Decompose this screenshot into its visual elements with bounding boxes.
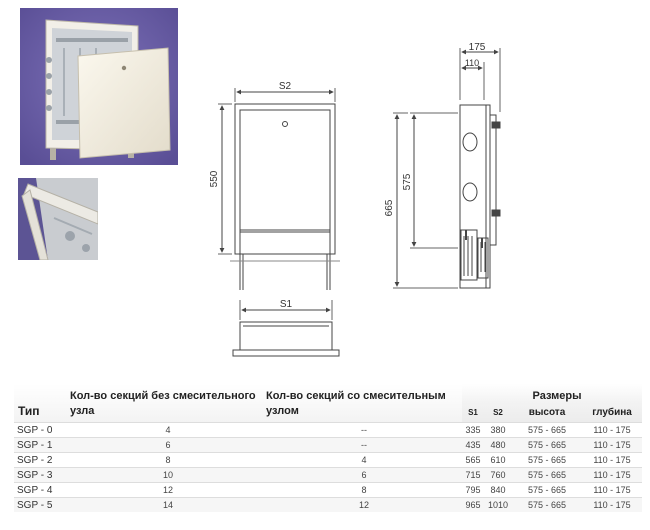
product-photo — [20, 8, 178, 165]
detail-photo — [18, 178, 98, 260]
bottom-flange — [232, 349, 340, 357]
side-depth-inner-label: 110 — [465, 58, 479, 68]
cell-with: 6 — [266, 467, 462, 483]
header-dimensions: Размеры — [462, 384, 643, 402]
bottom-view — [232, 300, 340, 357]
header-sections-with: Кол-во секций со смесительным узлом — [266, 384, 462, 423]
cell-height: 575 - 665 — [512, 497, 582, 512]
cell-s2: 840 — [484, 482, 512, 498]
cell-height: 575 - 665 — [512, 437, 582, 453]
cell-type: SGP - 3 — [14, 467, 70, 483]
cell-s1: 335 — [462, 422, 484, 438]
table-row: SGP - 3 10 6 715 760 575 - 665 110 - 175 — [14, 467, 643, 483]
cell-s1: 565 — [462, 452, 484, 468]
technical-drawings: S2 550 S1 — [209, 42, 501, 357]
cell-depth: 110 - 175 — [582, 482, 643, 498]
cell-with: 12 — [266, 497, 462, 512]
table-subheader-row: S1 S2 высота глубина — [14, 402, 643, 423]
side-door-edge — [489, 114, 497, 246]
table-row: SGP - 0 4 -- 335 380 575 - 665 110 - 175 — [14, 422, 643, 438]
side-leg-left — [460, 229, 478, 281]
side-total-height-label: 665 — [384, 199, 395, 216]
cabinet-photo-illustration — [20, 8, 178, 165]
header-s1: S1 — [462, 402, 484, 423]
cell-without: 10 — [70, 467, 266, 483]
table-header-row: Тип Кол-во секций без смесительного узла… — [14, 384, 643, 423]
cell-depth: 110 - 175 — [582, 452, 643, 468]
cell-depth: 110 - 175 — [582, 437, 643, 453]
table-row: SGP - 1 6 -- 435 480 575 - 665 110 - 175 — [14, 437, 643, 453]
cell-s2: 380 — [484, 422, 512, 438]
cell-type: SGP - 0 — [14, 422, 70, 438]
cell-type: SGP - 5 — [14, 497, 70, 512]
cell-with: -- — [266, 422, 462, 438]
cell-height: 575 - 665 — [512, 482, 582, 498]
front-door — [239, 109, 331, 231]
cell-with: 8 — [266, 482, 462, 498]
front-height-label: 550 — [209, 170, 220, 187]
side-view — [393, 48, 501, 289]
header-sections-without: Кол-во секций без смесительного узла — [70, 384, 266, 423]
cell-s1: 965 — [462, 497, 484, 512]
cell-without: 14 — [70, 497, 266, 512]
cell-depth: 110 - 175 — [582, 422, 643, 438]
front-base-panel — [239, 229, 331, 255]
cell-with: -- — [266, 437, 462, 453]
side-inner-height-label: 575 — [402, 173, 413, 190]
cell-s2: 480 — [484, 437, 512, 453]
cell-with: 4 — [266, 452, 462, 468]
cell-without: 12 — [70, 482, 266, 498]
header-type: Тип — [14, 384, 70, 423]
cell-without: 6 — [70, 437, 266, 453]
cell-s2: 1010 — [484, 497, 512, 512]
table-row: SGP - 4 12 8 795 840 575 - 665 110 - 175 — [14, 482, 643, 498]
spec-table: Тип Кол-во секций без смесительного узла… — [14, 384, 643, 512]
side-knockout-bottom — [462, 182, 478, 202]
header-depth: глубина — [582, 402, 643, 423]
bottom-width-label: S1 — [280, 299, 293, 310]
header-height: высота — [512, 402, 582, 423]
cell-depth: 110 - 175 — [582, 497, 643, 512]
frame-detail-illustration — [18, 178, 98, 260]
table-row: SGP - 5 14 12 965 1010 575 - 665 110 - 1… — [14, 497, 643, 512]
front-view — [218, 88, 340, 290]
cell-without: 4 — [70, 422, 266, 438]
door-lock-icon — [282, 121, 288, 127]
cell-type: SGP - 2 — [14, 452, 70, 468]
front-width-label: S2 — [279, 81, 292, 92]
cell-s1: 715 — [462, 467, 484, 483]
header-s2: S2 — [484, 402, 512, 423]
side-knockout-top — [462, 132, 478, 152]
cell-type: SGP - 4 — [14, 482, 70, 498]
cell-height: 575 - 665 — [512, 452, 582, 468]
cell-without: 8 — [70, 452, 266, 468]
cell-s1: 435 — [462, 437, 484, 453]
cell-height: 575 - 665 — [512, 422, 582, 438]
cell-depth: 110 - 175 — [582, 467, 643, 483]
cell-s1: 795 — [462, 482, 484, 498]
side-depth-total-label: 175 — [469, 42, 486, 53]
cell-s2: 760 — [484, 467, 512, 483]
table-row: SGP - 2 8 4 565 610 575 - 665 110 - 175 — [14, 452, 643, 468]
cell-s2: 610 — [484, 452, 512, 468]
cell-height: 575 - 665 — [512, 467, 582, 483]
cell-type: SGP - 1 — [14, 437, 70, 453]
